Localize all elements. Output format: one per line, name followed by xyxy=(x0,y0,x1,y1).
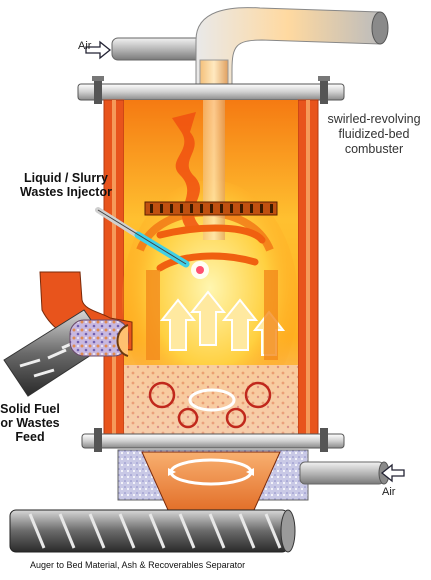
conical-plenum xyxy=(117,449,309,511)
liquid-injector xyxy=(95,207,209,279)
injector-label-line1: Liquid / Slurry xyxy=(23,171,109,185)
inner-columns xyxy=(146,270,278,360)
combuster-label-line3: combuster xyxy=(344,142,404,156)
injector-label: Liquid / Slurry Wastes Injector xyxy=(4,171,128,199)
air-label-right: Air xyxy=(382,486,396,498)
solid-fuel-feed xyxy=(3,271,133,397)
bottom-auger xyxy=(9,509,296,553)
top-flange xyxy=(77,76,345,104)
solid-fuel-label-line2: or Wastes xyxy=(0,416,60,430)
air-label-top: Air xyxy=(78,40,92,52)
auger-label: Auger to Bed Material, Ash & Recoverable… xyxy=(30,560,246,570)
combuster-label: swirled-revolving fluidized-bed combuste… xyxy=(318,112,430,157)
combuster-label-line2: fluidized-bed xyxy=(338,127,410,141)
solid-fuel-label-line1: Solid Fuel xyxy=(0,402,60,416)
air-arrow-top xyxy=(85,40,112,60)
air-arrow-bottom xyxy=(380,463,405,483)
swirl-arrows xyxy=(156,224,266,272)
bed-swirls xyxy=(148,381,272,429)
injector-label-line2: Wastes Injector xyxy=(20,185,112,199)
distributor-grate xyxy=(144,201,278,216)
solid-fuel-label-line3: Feed xyxy=(15,430,45,444)
bottom-flange xyxy=(81,428,345,452)
combuster-label-line1: swirled-revolving xyxy=(327,112,421,126)
air-inlet-pipe-bottom xyxy=(299,461,390,485)
solid-fuel-label: Solid Fuel or Wastes Feed xyxy=(0,402,60,444)
central-tube xyxy=(203,100,225,240)
rising-air-arrows xyxy=(159,290,286,356)
air-inlet-pipe-top xyxy=(111,7,389,101)
